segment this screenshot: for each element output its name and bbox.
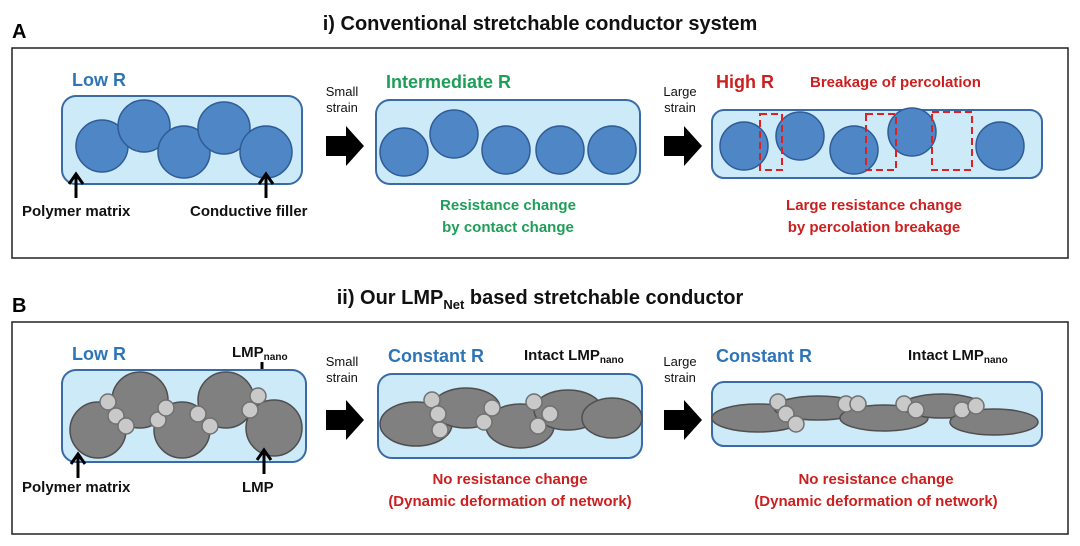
a2-filler-group bbox=[379, 109, 637, 177]
b3-lmp-nano-particle bbox=[967, 397, 985, 415]
a3-filler-particle bbox=[829, 125, 879, 175]
panel-b-title-pre: ii) Our LMP bbox=[337, 287, 444, 309]
b3-caption-line2: (Dynamic deformation of network) bbox=[754, 493, 997, 510]
b3-caption-line1: No resistance change bbox=[798, 471, 953, 488]
b-small-strain-arrow bbox=[326, 400, 364, 440]
a3-filler-particle bbox=[775, 111, 825, 161]
b3-intact-sub: nano bbox=[984, 355, 1008, 366]
b1-label-lmp: LMP bbox=[242, 479, 274, 496]
panel-b-title-post: based stretchable conductor bbox=[464, 287, 743, 309]
b3-lmp-nano-particle bbox=[907, 401, 925, 419]
panel-b-letter: B bbox=[12, 295, 26, 317]
a-arrow2-line1: Large bbox=[663, 84, 696, 99]
a-large-strain-arrow bbox=[664, 126, 702, 166]
b2-lmp-nano-particle bbox=[431, 421, 449, 439]
b1-lmp-nano-particle bbox=[249, 387, 267, 405]
a1-filler-particle bbox=[197, 101, 251, 155]
b2-lmp-nano-network bbox=[423, 391, 559, 439]
panel-a-title: i) Conventional stretchable conductor sy… bbox=[323, 13, 758, 35]
b3-intact-label: Intact LMPnano bbox=[908, 347, 1008, 366]
panel-b-title: ii) Our LMPNet based stretchable conduct… bbox=[337, 287, 744, 312]
a1-filler-group bbox=[75, 99, 293, 179]
b3-intact-main: Intact LMP bbox=[908, 347, 984, 364]
b2-lmp-particle bbox=[581, 397, 643, 439]
b2-lmp-nano-particle bbox=[429, 405, 447, 423]
a3-state-label: High R bbox=[716, 72, 774, 92]
a2-filler-particle bbox=[535, 125, 585, 175]
b1-lmp-nano-particle bbox=[201, 417, 219, 435]
b1-lmp-nano-particle bbox=[241, 401, 259, 419]
a2-filler-particle bbox=[587, 125, 637, 175]
a2-filler-particle bbox=[429, 109, 479, 159]
b2-caption-line1: No resistance change bbox=[432, 471, 587, 488]
b1-lmp-nano-sub: nano bbox=[264, 352, 288, 363]
a2-caption-line1: Resistance change bbox=[440, 197, 576, 214]
b3-lmp-nano-particle bbox=[769, 393, 787, 411]
b3-lmp-nano-network bbox=[769, 393, 985, 433]
b2-caption-line2: (Dynamic deformation of network) bbox=[388, 493, 631, 510]
a1-filler-particle bbox=[117, 99, 171, 153]
b1-lmp-network bbox=[69, 371, 303, 459]
b1-state-label: Low R bbox=[72, 344, 126, 364]
panel-b-title-sub: Net bbox=[443, 297, 465, 312]
a1-matrix-pointer-arrow bbox=[67, 171, 85, 198]
b2-intact-label: Intact LMPnano bbox=[524, 347, 624, 366]
b3-lmp-nano-particle bbox=[849, 395, 867, 413]
b3-lmp-nano-particle bbox=[787, 415, 805, 433]
a-small-strain-arrow bbox=[326, 126, 364, 166]
b-arrow1-line1: Small bbox=[326, 354, 359, 369]
a3-percolation-gap-markers bbox=[759, 111, 973, 171]
a1-label-conductive-filler: Conductive filler bbox=[190, 203, 308, 220]
a3-gap-marker bbox=[865, 113, 897, 171]
b2-lmp-nano-particle bbox=[475, 413, 493, 431]
b1-lmp-nano-main: LMP bbox=[232, 344, 264, 361]
a-arrow1-line2: strain bbox=[326, 100, 358, 115]
a1-filler-particle bbox=[239, 125, 293, 179]
b3-state-label: Constant R bbox=[716, 346, 812, 366]
a3-caption-line2: by percolation breakage bbox=[788, 219, 961, 236]
b-arrow1-line2: strain bbox=[326, 370, 358, 385]
b1-label-polymer-matrix: Polymer matrix bbox=[22, 479, 131, 496]
a1-label-polymer-matrix: Polymer matrix bbox=[22, 203, 131, 220]
b2-intact-sub: nano bbox=[600, 355, 624, 366]
a2-state-label: Intermediate R bbox=[386, 72, 511, 92]
a2-filler-particle bbox=[379, 127, 429, 177]
a1-filler-particle bbox=[157, 125, 211, 179]
b1-lmp-nano-particle bbox=[189, 405, 207, 423]
b-large-strain-arrow bbox=[664, 400, 702, 440]
b2-state-label: Constant R bbox=[388, 346, 484, 366]
b1-lmp-particle bbox=[245, 399, 303, 457]
a1-filler-pointer-arrow bbox=[257, 171, 275, 198]
b3-lmp-particle bbox=[949, 408, 1039, 436]
b-arrow2-line2: strain bbox=[664, 370, 696, 385]
a2-filler-particle bbox=[481, 125, 531, 175]
b-arrow2-line1: Large bbox=[663, 354, 696, 369]
a3-filler-particle bbox=[887, 107, 937, 157]
a-arrow1-line1: Small bbox=[326, 84, 359, 99]
b2-lmp-nano-particle bbox=[483, 399, 501, 417]
a-arrow2-line2: strain bbox=[664, 100, 696, 115]
a3-gap-marker bbox=[931, 111, 973, 171]
b1-lmp-pointer-arrow bbox=[255, 447, 273, 474]
a3-gap-marker bbox=[759, 113, 783, 171]
a3-caption-line1: Large resistance change bbox=[786, 197, 962, 214]
a3-filler-particle bbox=[975, 121, 1025, 171]
b1-matrix-pointer-arrow bbox=[69, 451, 87, 478]
b1-lmp-nano-network bbox=[99, 387, 267, 435]
a3-filler-particle bbox=[719, 121, 769, 171]
b1-lmp-nano-particle bbox=[157, 399, 175, 417]
b2-lmp-nano-particle bbox=[525, 393, 543, 411]
b2-lmp-nano-particle bbox=[541, 405, 559, 423]
b1-lmp-nano-particle bbox=[117, 417, 135, 435]
panel-a-letter: A bbox=[12, 21, 26, 43]
a3-breakage-note: Breakage of percolation bbox=[810, 74, 981, 91]
b1-lmp-nano-label: LMPnano bbox=[232, 344, 288, 363]
a2-caption-line2: by contact change bbox=[442, 219, 574, 236]
b2-lmp-nano-particle bbox=[529, 417, 547, 435]
b2-intact-main: Intact LMP bbox=[524, 347, 600, 364]
b1-lmp-nano-particle bbox=[99, 393, 117, 411]
a1-state-label: Low R bbox=[72, 70, 126, 90]
b1-lmp-nano-particle bbox=[149, 411, 167, 429]
